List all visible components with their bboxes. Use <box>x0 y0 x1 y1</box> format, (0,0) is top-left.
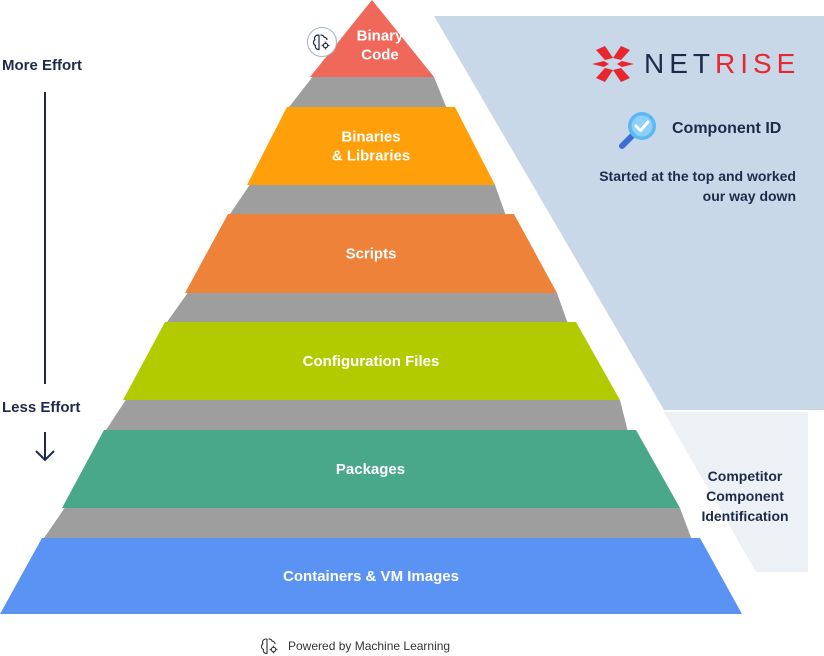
magnifier-check-icon <box>619 112 656 149</box>
connector-5 <box>44 506 692 540</box>
effort-scale-line <box>44 92 46 384</box>
netrise-logo-icon <box>592 46 634 82</box>
level-label-binaries-libraries-2: & Libraries <box>332 148 410 165</box>
level-connectors <box>44 75 692 540</box>
level-shape-scripts <box>185 214 557 293</box>
netrise-coverage-panel <box>434 16 824 410</box>
less-effort-label: Less Effort <box>2 399 81 416</box>
binary-code-badge <box>307 27 337 57</box>
netrise-wordmark: NETRISE <box>644 48 800 80</box>
level-containers-vm-images: Containers & VM Images <box>0 538 742 614</box>
connector-2 <box>230 183 506 216</box>
level-label-packages: Packages <box>336 461 405 478</box>
wordmark-rise: RISE <box>715 48 801 79</box>
level-label-configuration-files: Configuration Files <box>303 353 440 370</box>
more-effort-label: More Effort <box>2 57 82 74</box>
footer: Powered by Machine Learning <box>260 636 450 656</box>
competitor-note: Competitor Component Identification <box>701 468 789 524</box>
level-shape-packages <box>62 430 680 508</box>
level-packages: Packages <box>62 430 680 508</box>
connector-3 <box>167 291 568 324</box>
component-id-label: Component ID <box>672 120 782 137</box>
connector-1 <box>289 75 447 109</box>
level-shape-binary-code <box>310 0 434 77</box>
started-note: Started at the top and worked our way do… <box>599 168 796 204</box>
level-label-containers-vm-images: Containers & VM Images <box>283 568 459 585</box>
connector-4 <box>106 398 628 432</box>
level-label-binaries-libraries-1: Binaries <box>341 129 400 146</box>
level-label-scripts: Scripts <box>346 246 397 263</box>
level-configuration-files: Configuration Files <box>123 322 620 400</box>
level-shape-configuration-files <box>123 322 620 400</box>
brain-gear-icon <box>312 34 330 51</box>
brain-gear-icon <box>260 638 278 655</box>
footer-label: Powered by Machine Learning <box>288 639 451 653</box>
level-scripts: Scripts <box>185 214 557 293</box>
competitor-coverage-panel <box>664 412 808 572</box>
level-label-binary-code-1: Binary <box>357 28 404 45</box>
netrise-brand: NETRISE <box>592 44 800 84</box>
level-label-binary-code-2: Code <box>361 47 399 64</box>
level-shape-binaries-libraries <box>247 107 495 185</box>
wordmark-net: NET <box>644 48 715 79</box>
arrow-down-icon <box>35 432 55 462</box>
level-shape-containers-vm-images <box>0 538 742 614</box>
component-id: Component ID <box>618 108 781 150</box>
level-binaries-libraries: Binaries & Libraries <box>247 107 495 185</box>
